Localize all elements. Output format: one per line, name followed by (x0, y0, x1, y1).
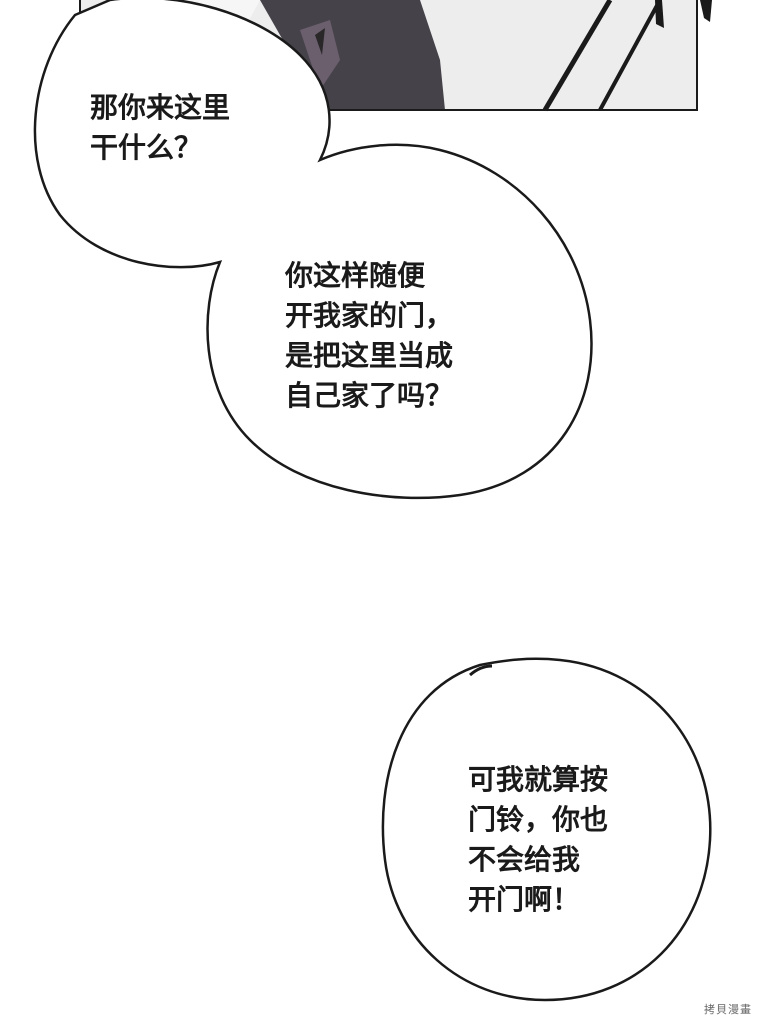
bubble-1-text: 那你来这里 干什么？ (90, 88, 230, 168)
speech-bubble-1 (33, 0, 593, 500)
bubble-2-line-2: 开我家的门， (285, 299, 454, 332)
bubble-1-line-2: 干什么？ (90, 131, 203, 164)
bubble-3-text: 可我就算按 门铃，你也 不会给我 开门啊！ (468, 760, 608, 920)
speech-bubble-pair (33, 0, 593, 500)
speech-bubble-3-group (381, 657, 712, 1002)
bubble-1-line-1: 那你来这里 (90, 91, 231, 124)
bubble-2-line-3: 是把这里当成 (285, 339, 454, 372)
bubble-3-line-2: 门铃，你也 (468, 803, 609, 836)
watermark: 拷貝漫畫 (704, 1003, 752, 1016)
speech-bubble-3 (381, 657, 712, 1002)
bubble-3-line-4: 开门啊！ (468, 883, 581, 916)
bubble-3-line-3: 不会给我 (468, 843, 581, 876)
bubble-2-line-1: 你这样随便 (285, 259, 426, 292)
bubble-3-line-1: 可我就算按 (468, 763, 609, 796)
bubble-2-text: 你这样随便 开我家的门， 是把这里当成 自己家了吗？ (285, 256, 453, 416)
bubble-2-line-4: 自己家了吗？ (285, 379, 454, 412)
